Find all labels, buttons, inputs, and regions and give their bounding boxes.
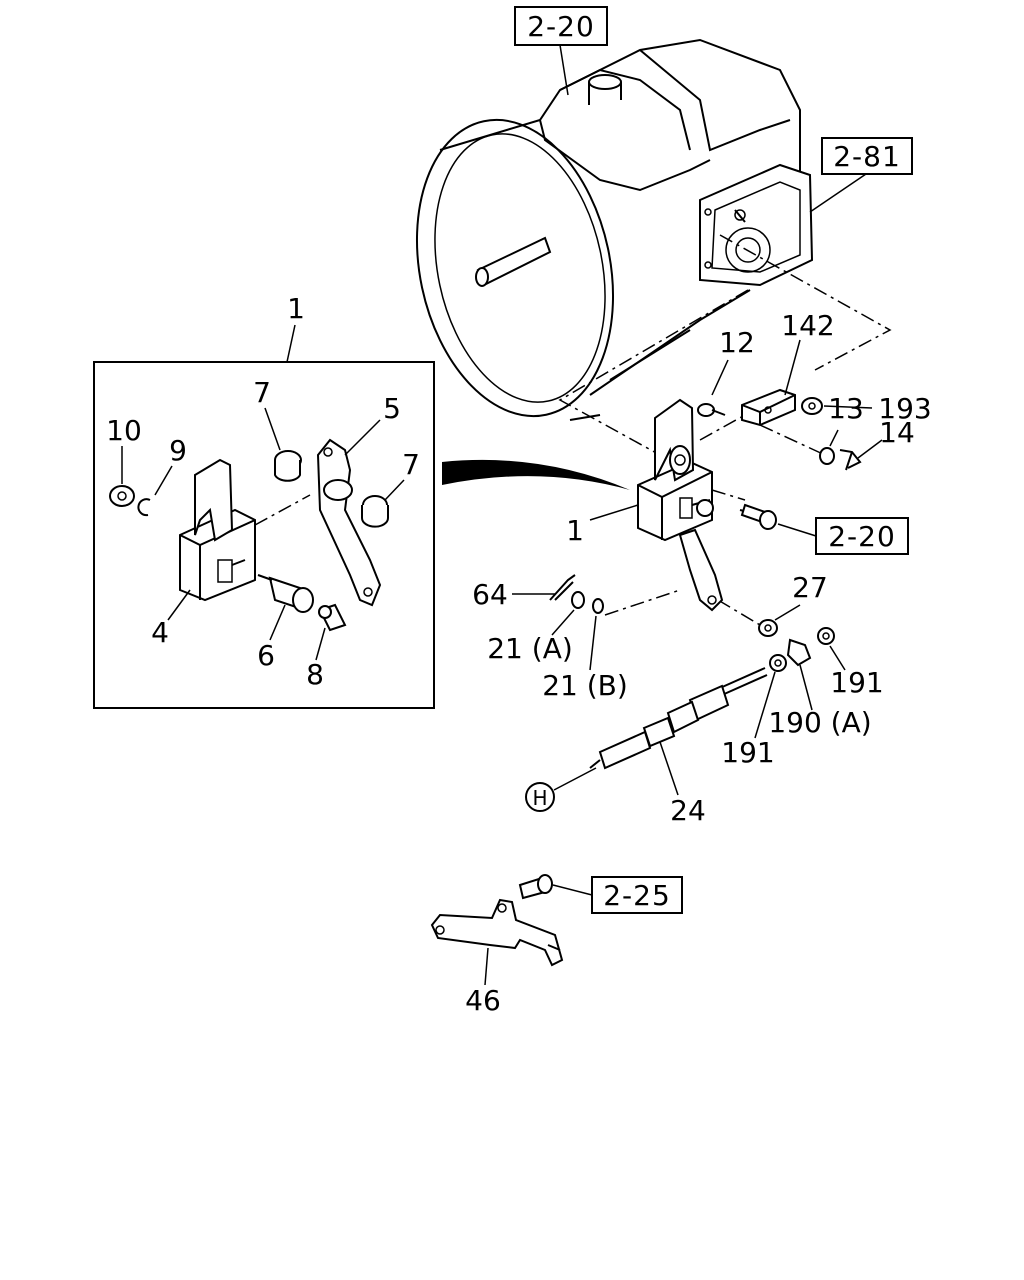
detail-box-item-1 <box>93 324 435 709</box>
ref-box-2-25[interactable]: 2-25 <box>591 876 683 914</box>
callout-9: 9 <box>169 434 187 467</box>
callout-24: 24 <box>670 794 706 827</box>
bolt-to-ref-2-20 <box>739 503 777 530</box>
callout-46: 46 <box>465 984 501 1017</box>
shift-bracket-assembly <box>637 398 724 612</box>
dashed-leader <box>759 424 826 456</box>
callout-191b: 191 <box>721 736 774 769</box>
callout-21b: 21 (B) <box>542 669 628 702</box>
dashed-leader <box>254 494 311 526</box>
callout-1-mid: 1 <box>566 514 584 547</box>
callout-10: 10 <box>106 414 142 447</box>
callout-64: 64 <box>472 578 508 611</box>
nut-part-27 <box>758 619 778 637</box>
callout-4: 4 <box>151 616 169 649</box>
svg-text:2-20: 2-20 <box>527 10 595 43</box>
bracket-part-4 <box>179 458 256 602</box>
pin-part-6 <box>257 574 314 613</box>
washer-part-13 <box>819 447 835 465</box>
ref-box-2-20-mid[interactable]: 2-20 <box>815 517 909 555</box>
callout-7b: 7 <box>402 448 420 481</box>
callout-1-top: 1 <box>287 292 305 325</box>
dashed-leader <box>719 234 892 371</box>
lever-part-5 <box>316 438 382 607</box>
washer-part-21b <box>592 598 604 614</box>
callout-21a: 21 (A) <box>487 632 573 665</box>
grease-nipple-part-8 <box>318 603 347 632</box>
ref-box-2-81[interactable]: 2-81 <box>821 137 913 175</box>
bolt-to-ref-2-25 <box>518 874 553 900</box>
dashed-leader <box>711 489 746 501</box>
ref-circle-h[interactable]: H <box>525 782 555 812</box>
callout-191a: 191 <box>830 666 883 699</box>
dashed-leader <box>717 599 761 626</box>
nut-part-191 <box>769 654 787 672</box>
callout-193: 193 <box>878 392 931 425</box>
ref-box-2-20-top[interactable]: 2-20 <box>514 6 608 46</box>
nut-part-193 <box>801 397 823 415</box>
nut-part-10 <box>109 485 135 507</box>
callout-14: 14 <box>879 416 915 449</box>
arrow-to-assembly <box>442 459 630 490</box>
callout-5: 5 <box>383 392 401 425</box>
bushing-part-7 <box>361 495 389 528</box>
clip-part-9 <box>137 498 151 517</box>
callout-13: 13 <box>828 392 864 425</box>
clevis-part-142 <box>741 388 796 427</box>
bracket-part-46 <box>430 898 564 967</box>
callout-7a: 7 <box>253 376 271 409</box>
washer-part-21a <box>571 591 585 609</box>
callout-12: 12 <box>719 326 755 359</box>
cable-part-24 <box>589 667 768 770</box>
dashed-leader <box>699 414 746 441</box>
pin-part-14 <box>839 449 862 471</box>
dashed-leader <box>604 589 681 616</box>
svg-text:2-81: 2-81 <box>833 140 901 173</box>
svg-text:2-25: 2-25 <box>603 879 671 912</box>
svg-text:H: H <box>532 786 547 810</box>
nut-part-191 <box>817 627 835 645</box>
transmission-housing <box>415 38 814 421</box>
callout-27: 27 <box>792 571 828 604</box>
callout-142: 142 <box>781 309 834 342</box>
dashed-leader <box>558 289 749 456</box>
callout-6: 6 <box>257 639 275 672</box>
svg-text:2-20: 2-20 <box>828 520 896 553</box>
bushing-part-7 <box>274 450 302 482</box>
fitting-part-190a <box>786 638 812 667</box>
callout-190a: 190 (A) <box>768 706 871 739</box>
cotter-pin-part-64 <box>549 574 576 601</box>
callout-8: 8 <box>306 658 324 691</box>
bolt-part-12 <box>697 403 726 417</box>
